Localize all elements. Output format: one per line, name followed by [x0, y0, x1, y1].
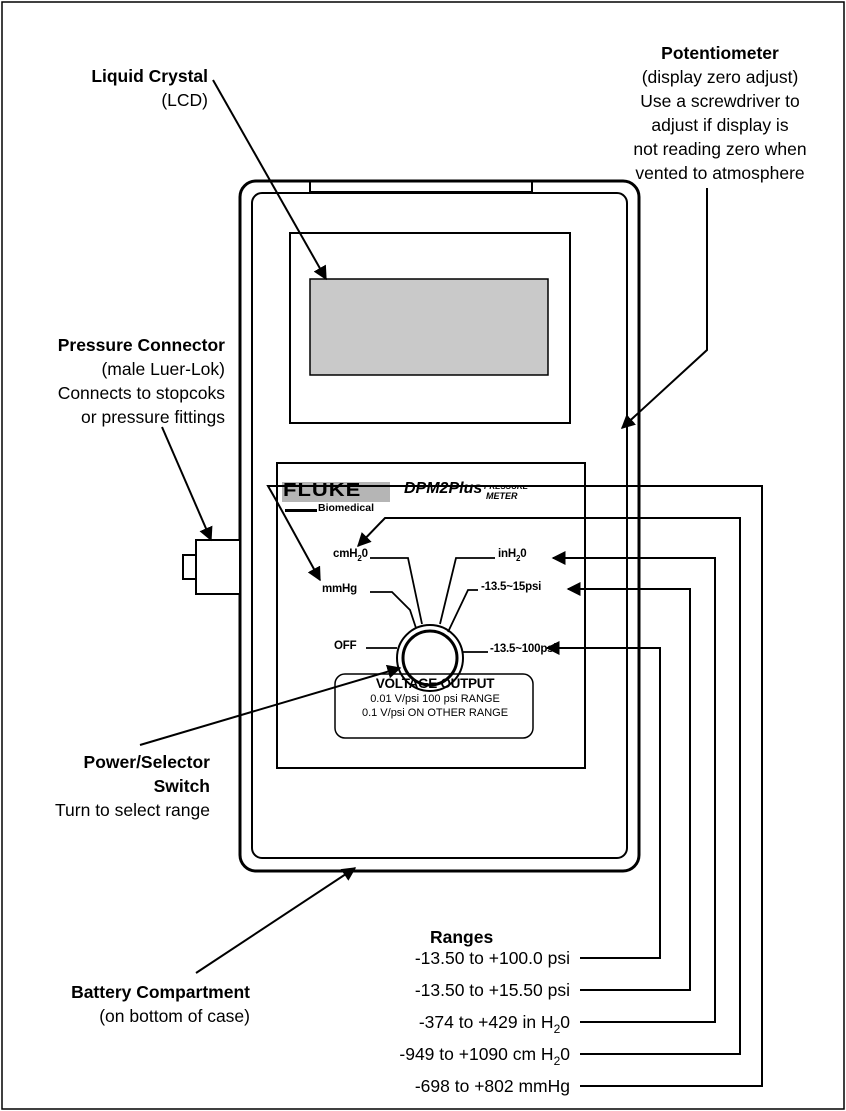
pressure-connector-callout: Pressure Connector (male Luer-Lok) Conne… — [10, 333, 225, 429]
voltage-output-line: 0.01 V/psi 100 psi RANGE — [370, 693, 500, 705]
pressure-connector-line: Connects to stopcoks — [57, 383, 225, 403]
power-switch-title: Power/Selector — [83, 752, 210, 772]
dial-label-cmh2o: cmH20 — [333, 548, 368, 563]
range-item: -13.50 to +100.0 psi — [414, 948, 570, 968]
dial-label-15psi: -13.5~15psi — [481, 581, 542, 593]
battery-line: (on bottom of case) — [99, 1006, 250, 1026]
battery-callout: Battery Compartment (on bottom of case) — [10, 980, 250, 1028]
control-panel — [276, 462, 586, 769]
lcd-title: Liquid Crystal — [91, 66, 208, 86]
dial-label-100psi: -13.5~100psi — [490, 643, 557, 655]
range-item: -698 to +802 mmHg — [414, 1076, 570, 1096]
power-switch-line: Turn to select range — [55, 800, 210, 820]
pressure-connector-line: (male Luer-Lok) — [101, 359, 225, 379]
pressure-connector — [195, 539, 241, 595]
range-item: -13.50 to +15.50 psi — [414, 980, 570, 1000]
dial-label-mmhg: mmHg — [322, 583, 357, 595]
model-tag-bottom: METER — [486, 491, 518, 501]
model-name: DPM2Plus — [404, 480, 483, 497]
ranges-heading: Ranges — [430, 927, 494, 947]
brand-sub: Biomedical — [318, 502, 375, 514]
potentiometer-line: Use a screwdriver to — [640, 91, 800, 111]
range-item: -949 to +1090 cm H20 — [399, 1044, 570, 1068]
dial-label-off: OFF — [334, 640, 357, 652]
pressure-connector-line: or pressure fittings — [81, 407, 225, 427]
potentiometer-title: Potentiometer — [661, 43, 779, 63]
pressure-connector-title: Pressure Connector — [57, 335, 225, 355]
lcd-bezel — [289, 232, 571, 424]
power-switch-callout: Power/Selector Switch Turn to select ran… — [10, 750, 210, 822]
voltage-output: VOLTAGE OUTPUT 0.01 V/psi 100 psi RANGE … — [335, 676, 535, 720]
potentiometer-line: not reading zero when — [633, 139, 807, 159]
voltage-output-line: 0.1 V/psi ON OTHER RANGE — [361, 707, 509, 719]
brand-logo: FLUKE — [283, 478, 362, 501]
potentiometer-line: vented to atmosphere — [635, 163, 805, 183]
voltage-output-box — [334, 673, 534, 739]
dial-label-inh2o: inH20 — [498, 548, 527, 563]
lcd-line: (LCD) — [161, 90, 208, 110]
connector-tip — [182, 554, 197, 580]
lcd-callout: Liquid Crystal (LCD) — [58, 64, 208, 112]
power-switch-title: Switch — [153, 776, 210, 796]
model-tag-top: PRESSURE — [484, 482, 529, 491]
lcd-screen — [309, 278, 549, 376]
range-item: -374 to +429 in H20 — [418, 1012, 570, 1036]
callout-leaders — [139, 79, 763, 1087]
voltage-output-heading: VOLTAGE OUTPUT — [375, 676, 495, 691]
brand-underline — [285, 509, 317, 512]
potentiometer-callout: Potentiometer (display zero adjust) Use … — [610, 41, 830, 185]
device-body — [182, 179, 641, 873]
battery-title: Battery Compartment — [71, 982, 250, 1002]
potentiometer-line: adjust if display is — [651, 115, 789, 135]
potentiometer-line: (display zero adjust) — [641, 67, 799, 87]
